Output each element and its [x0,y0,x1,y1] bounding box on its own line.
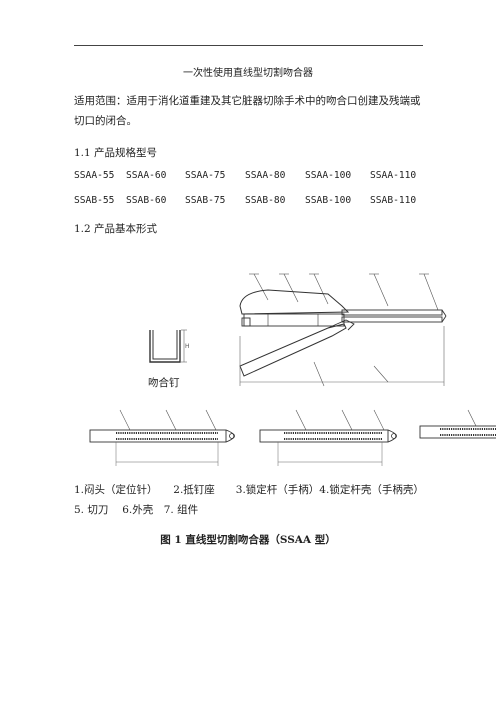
stapler-drawing [239,273,447,387]
parts-list: 1.闷头（定位针） 2.抵钉座 3.锁定杆（手柄）4.锁定杆壳（手柄壳） 5. … [74,484,430,516]
model-item: SSAA-60 [126,170,167,181]
scope-paragraph: 适用范围：适用于消化道重建及其它脏器切除手术中的吻合口创建及残端或切口的闭合。 [74,95,421,127]
model-item: SSAB-60 [126,195,167,206]
staple-label: 吻合钉 [148,377,180,389]
cartridge-drawing-1 [89,409,235,466]
cartridge-drawing-2 [259,409,397,466]
model-item: SSAB-110 [370,195,417,206]
model-item: SSAB-55 [74,195,115,206]
section-1-1-heading: 1.1 产品规格型号 [74,147,158,159]
model-item: SSAA-55 [74,170,115,181]
models-row-2: SSAB-55 SSAB-60 SSAB-75 SSAB-80 SSAB-100… [74,195,416,272]
model-item: SSAA-80 [245,170,286,181]
figure-caption: 图 1 直线型切割吻合器（SSAA 型） [160,534,336,546]
section-1-2-heading: 1.2 产品基本形式 [74,223,158,235]
svg-text:H: H [185,343,190,350]
model-item: SSAB-75 [185,195,226,206]
model-item: SSAA-100 [305,170,352,181]
model-item: SSAA-110 [370,170,417,181]
model-item: SSAB-80 [245,195,286,206]
cartridge-drawing-3 [419,409,496,439]
header-rule [74,45,423,46]
model-item: SSAB-100 [305,195,352,206]
doc-title: 一次性使用直线型切割吻合器 [183,68,313,79]
models-row-1: SSAA-55 SSAA-60 SSAA-75 SSAA-80 SSAA-100… [74,170,416,247]
staple-drawing: H [149,329,190,363]
model-item: SSAA-75 [185,170,226,181]
